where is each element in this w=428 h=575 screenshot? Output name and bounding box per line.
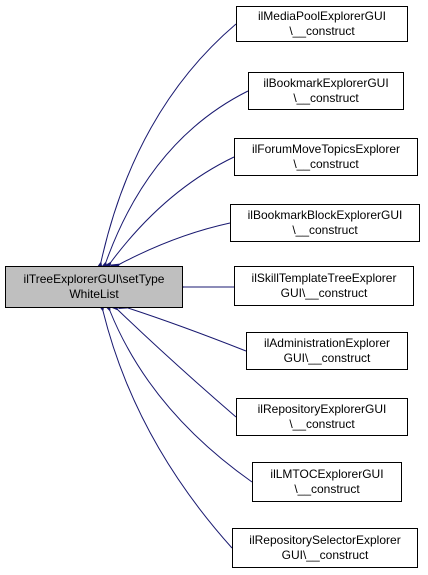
call-edge-6 [108,300,237,418]
caller-node-media-pool-explorer[interactable]: ilMediaPoolExplorerGUI \__construct [236,6,408,42]
caller-node-label-line1: ilForumMoveTopicsExplorer [251,142,401,156]
caller-node-label-line2: \__construct [289,24,355,38]
call-edge-0 [95,23,237,272]
source-node: ilTreeExplorerGUI\setType WhiteList [5,266,183,308]
caller-node-bookmark-explorer[interactable]: ilBookmarkExplorerGUI \__construct [248,72,404,110]
caller-node-label-line1: ilMediaPoolExplorerGUI [257,9,387,23]
caller-node-label-line1: ilBookmarkBlockExplorerGUI [247,208,403,222]
caller-node-lm-toc-explorer[interactable]: ilLMTOCExplorerGUI \__construct [252,462,402,502]
source-node-line2: WhiteList [69,287,119,301]
call-edge-5 [118,301,247,352]
caller-node-label-line2: GUI\__construct [281,548,369,562]
source-node-line1: ilTreeExplorerGUI\setType [23,272,165,286]
caller-node-forum-move-topics-explorer[interactable]: ilForumMoveTopicsExplorer \__construct [234,138,418,176]
caller-node-label-line1: ilRepositoryExplorerGUI [257,402,387,416]
call-edge-7 [102,301,253,483]
caller-node-label-line1: ilSkillTemplateTreeExplorer [251,271,397,285]
caller-node-label-line1: ilLMTOCExplorerGUI [270,467,384,481]
caller-node-label-line1: ilBookmarkExplorerGUI [263,76,389,90]
caller-node-label-line2: GUI\__construct [283,351,371,365]
caller-node-label-line2: \__construct [289,417,355,431]
caller-node-label-line1: ilRepositorySelectorExplorer [249,533,401,547]
caller-node-skill-template-tree-explorer[interactable]: ilSkillTemplateTreeExplorer GUI\__constr… [234,266,414,306]
caller-node-label-line2: \__construct [294,482,360,496]
caller-node-label-line2: \__construct [293,157,359,171]
caller-node-label-line2: GUI\__construct [280,286,368,300]
caller-node-label-line2: \__construct [292,223,358,237]
call-edge-1 [99,90,249,272]
caller-node-repository-explorer[interactable]: ilRepositoryExplorerGUI \__construct [236,398,408,436]
caller-node-label-line2: \__construct [293,91,359,105]
call-edge-8 [96,301,233,549]
caller-node-bookmark-block-explorer[interactable]: ilBookmarkBlockExplorerGUI \__construct [230,204,420,242]
caller-node-repository-selector-explorer[interactable]: ilRepositorySelectorExplorer GUI\__const… [232,528,418,568]
call-edge-3 [110,222,231,272]
caller-node-label-line1: ilAdministrationExplorer [263,336,391,350]
call-edge-2 [102,156,235,272]
caller-node-administration-explorer[interactable]: ilAdministrationExplorer GUI\__construct [246,332,408,370]
